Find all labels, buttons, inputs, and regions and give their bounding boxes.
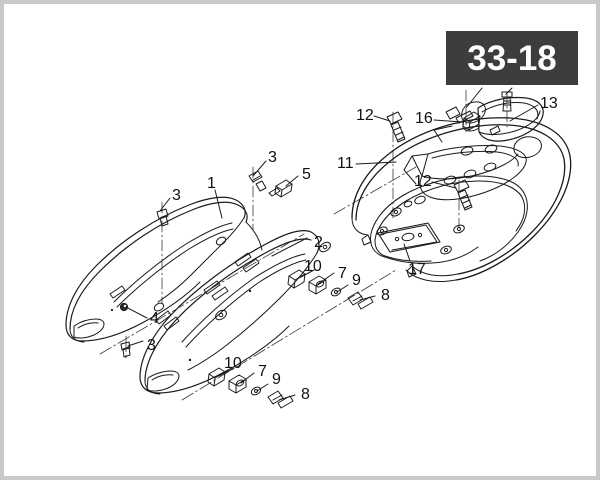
callout-17: 17 [408, 261, 426, 278]
callout-3-lower: 3 [147, 337, 156, 354]
callout-8-lower: 8 [301, 386, 310, 403]
part-1-side-cover-inner [65, 196, 263, 343]
part-17-plate [377, 222, 441, 253]
part-5-grommet [268, 179, 293, 198]
fastener-3b-screw [156, 208, 169, 227]
parts-diagram-canvas [65, 87, 572, 409]
callout-5: 5 [302, 166, 311, 183]
fastener-3a-screw [248, 170, 267, 192]
part-2-side-fairing-outer [139, 230, 331, 395]
part-11-rear-frame-rack [351, 117, 572, 283]
fastener-3c-screw [120, 341, 131, 358]
axis-centerline [99, 166, 417, 401]
callout-8-upper: 8 [381, 287, 390, 304]
callout-12-upper: 12 [356, 107, 374, 124]
callout-7-lower: 7 [258, 363, 267, 380]
callout-7-upper: 7 [338, 265, 347, 282]
fastener-cluster-lower [207, 367, 294, 409]
callout-9-lower: 9 [272, 371, 281, 388]
callout-12-middle: 12 [414, 173, 432, 190]
callout-1: 1 [207, 175, 216, 192]
fastener-12b-bolt [453, 179, 473, 211]
callout-10-upper: 10 [304, 258, 322, 275]
fastener-cluster-upper [287, 269, 374, 310]
callout-4: 4 [150, 310, 159, 327]
callout-16: 16 [415, 110, 433, 127]
callout-2: 2 [314, 234, 323, 251]
callout-9-upper: 9 [352, 272, 361, 289]
callout-10-lower: 10 [224, 355, 242, 372]
part-16-bushing [462, 111, 481, 131]
page-number-badge: 33-18 [446, 31, 578, 85]
callout-3-upper-right: 3 [268, 149, 277, 166]
callout-3-upper-left: 3 [172, 187, 181, 204]
page-number-text: 33-18 [467, 38, 557, 78]
part-13-grab-handle [461, 96, 544, 159]
axis-centerline-vertical [125, 89, 508, 359]
leader-lines [125, 87, 539, 401]
callout-13: 13 [540, 95, 558, 112]
fastener-12a-bolt [386, 111, 406, 143]
callout-11: 11 [337, 155, 354, 172]
